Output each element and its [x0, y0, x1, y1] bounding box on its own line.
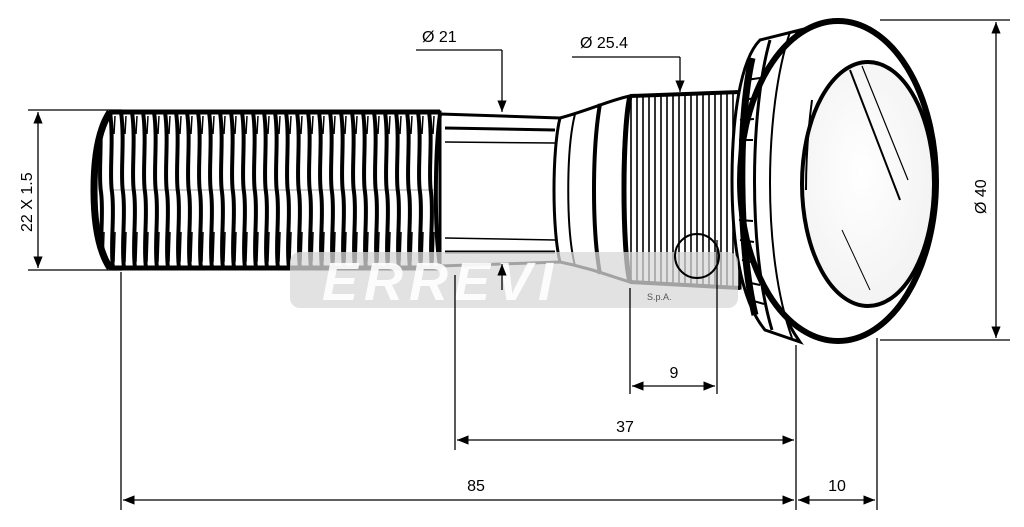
- watermark-brand: ERREVI: [322, 252, 559, 312]
- head-diameter-label: Ø 40: [973, 179, 990, 214]
- knurl-diameter-label: Ø 25.4: [580, 35, 628, 52]
- threaded-section: [90, 109, 442, 271]
- bolt-head: [730, 18, 939, 345]
- thread-dimension-label: 22 X 1.5: [19, 172, 36, 232]
- watermark-ring: [674, 233, 720, 279]
- total-length-label: 85: [467, 478, 485, 495]
- knurl-length-label: 9: [670, 365, 679, 382]
- watermark: ERREVI S.p.A.: [290, 233, 738, 312]
- shank-diameter-label: Ø 21: [422, 29, 457, 46]
- rim-hatching: [738, 77, 765, 305]
- under-head-length-label: 37: [616, 419, 634, 436]
- dimensions: [28, 19, 1010, 510]
- head-thickness-label: 10: [828, 478, 846, 495]
- watermark-suffix: S.p.A.: [647, 292, 672, 302]
